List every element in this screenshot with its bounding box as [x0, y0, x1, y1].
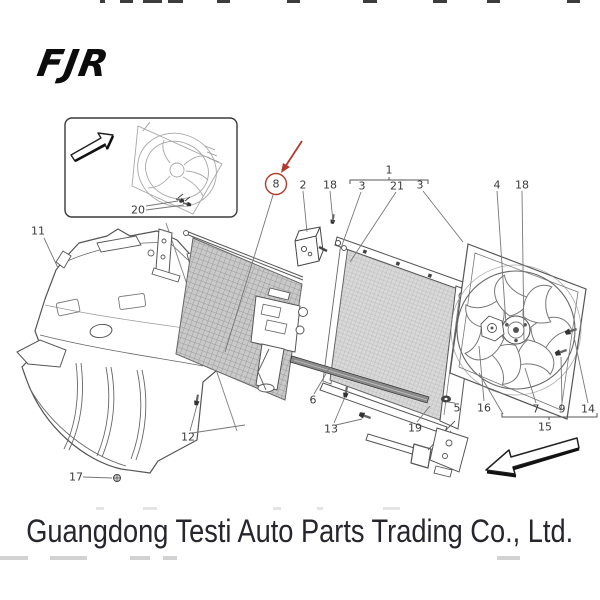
highlight-marker	[264, 140, 303, 196]
side-bracket-drawing	[429, 395, 469, 473]
company-name-banner: Guangdong Testi Auto Parts Trading Co., …	[0, 505, 600, 557]
bottom-mark	[50, 556, 87, 560]
top-mark	[168, 0, 183, 3]
top-mark	[287, 0, 300, 3]
splash-shield-drawing	[16, 228, 225, 474]
inset-box	[64, 117, 238, 218]
top-mark	[143, 0, 162, 3]
highlight-circle	[264, 172, 288, 196]
top-mark	[363, 0, 377, 3]
top-mark	[487, 0, 500, 3]
top-mark	[100, 0, 105, 3]
mid-ghost	[96, 507, 104, 510]
direction-arrow-up-right-icon	[70, 132, 115, 163]
bottom-mark	[130, 556, 150, 560]
direction-arrow-down-left-icon	[485, 437, 580, 478]
top-mark	[120, 0, 133, 3]
receiver-drier-drawing	[250, 287, 308, 393]
fastener-glyphs	[113, 196, 372, 482]
top-mark	[217, 0, 230, 3]
group-bracket-15	[501, 413, 598, 420]
mid-ghost	[317, 507, 323, 510]
top-mark	[567, 0, 580, 3]
fan-thumbnail-sketch	[131, 121, 223, 215]
leader-lines	[43, 190, 589, 479]
mid-ghost	[273, 507, 281, 510]
group-bracket-1	[349, 177, 429, 184]
fan-assembly-drawing	[449, 243, 587, 420]
mid-ghost	[143, 507, 157, 510]
highlight-arrow-icon	[281, 163, 290, 173]
bottom-mark	[0, 556, 28, 560]
bottom-mark	[163, 556, 177, 560]
mid-ghost	[383, 507, 400, 510]
company-name: Guangdong Testi Auto Parts Trading Co., …	[26, 512, 574, 549]
bottom-mark	[497, 556, 520, 560]
top-mark	[433, 0, 447, 3]
